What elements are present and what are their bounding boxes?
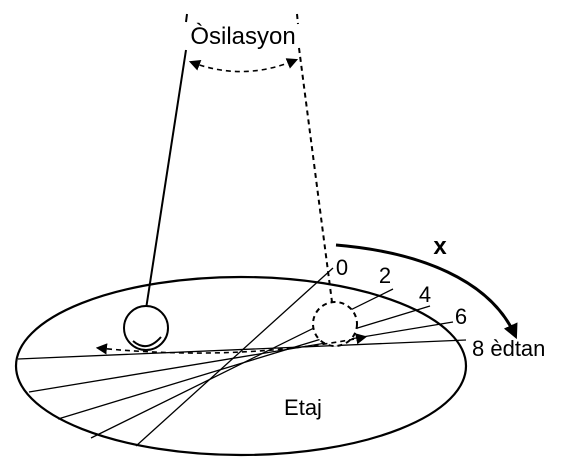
swing-line-0 [135, 267, 334, 447]
swing-line-8 [17, 339, 467, 360]
oscillation-label: Òsilasyon [190, 23, 295, 50]
hour-mark-8-label: 8 èdtan [472, 336, 545, 361]
pendulum-string-solid [145, 49, 187, 310]
swing-plane-lines [17, 267, 467, 447]
hour-mark-6: 6 [455, 304, 467, 329]
hour-mark-4: 4 [419, 282, 431, 307]
pendulum-string-dashed [298, 47, 333, 303]
floor-label: Etaj [284, 395, 322, 420]
pendulum-bob-solid [123, 305, 169, 351]
pendulum-string-top-stub-left [185, 13, 188, 23]
hour-mark-0: 0 [336, 255, 348, 280]
oscillation-arrow [188, 58, 299, 73]
pendulum-string-top-stub-right [296, 13, 299, 25]
swing-line-4 [57, 305, 431, 420]
swing-line-6 [28, 321, 454, 393]
hour-mark-2: 2 [379, 263, 391, 288]
swing-arrow [95, 333, 368, 355]
rotation-arrow [335, 243, 518, 340]
rotation-label: x [433, 233, 447, 260]
floor-ellipse [14, 275, 468, 457]
